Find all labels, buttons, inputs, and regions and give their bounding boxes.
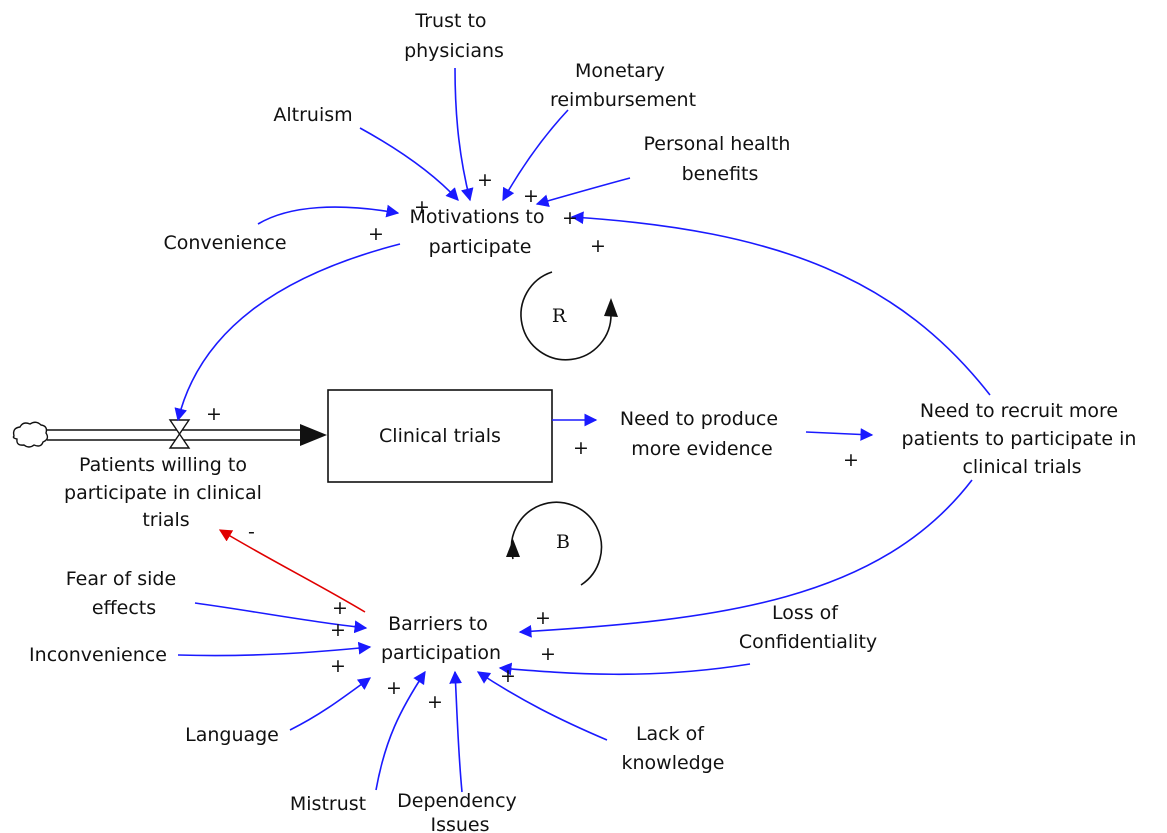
balancing-loop-marker [506, 501, 603, 586]
sign-lack-knowledge: + [500, 665, 516, 687]
sign-altruism: + [414, 196, 430, 218]
polarity-signs: + + + + + + + + + - + + + + + + + + [206, 169, 859, 713]
link-loss-confidentiality-to-barriers [498, 662, 751, 676]
link-barriers-to-patients-willing [218, 529, 366, 613]
link-need-recruit-to-motivations [570, 211, 991, 396]
link-trust-to-motivations [454, 67, 474, 202]
variable-trust-to-physicians[interactable]: Trust to physicians [404, 10, 504, 62]
sign-monetary: + [523, 185, 539, 207]
link-lack-knowledge-to-barriers [476, 671, 608, 741]
variable-altruism[interactable]: Altruism [273, 104, 352, 126]
variable-fear-of-side-effects[interactable]: Fear of side effects [66, 568, 182, 619]
sign-inconvenience: + [330, 619, 346, 641]
variable-loss-of-confidentiality[interactable]: Loss of Confidentiality [739, 602, 877, 653]
variable-patients-willing-to-participate[interactable]: Patients willing to participate in clini… [64, 454, 268, 531]
sign-barriers-patients: - [248, 521, 255, 543]
link-fear-to-barriers [194, 602, 368, 634]
sign-trials-evidence: + [573, 437, 589, 459]
valve-icon [168, 419, 191, 449]
sign-loss-confidentiality: + [540, 643, 556, 665]
link-personal-health-to-motivations [535, 177, 631, 207]
link-monetary-to-motivations [502, 109, 569, 202]
sign-motivations-patients: + [206, 403, 222, 425]
variable-need-to-produce-more-evidence[interactable]: Need to produce more evidence [620, 408, 784, 460]
flow-pipe [47, 424, 327, 446]
sign-need-recruit-motivations: + [590, 235, 606, 257]
link-need-recruit-to-barriers [518, 479, 973, 638]
reinforcing-loop-marker [520, 271, 618, 361]
clinical-trials-stock[interactable] [327, 389, 553, 483]
balancing-loop-label: B [556, 531, 570, 553]
link-dependency-to-barriers [449, 670, 463, 793]
link-altruism-to-motivations [359, 127, 459, 201]
variable-clinical-trials[interactable]: Clinical trials [379, 425, 501, 447]
variable-inconvenience[interactable]: Inconvenience [29, 644, 167, 666]
variable-language[interactable]: Language [185, 724, 279, 746]
cloud-source-icon [12, 421, 49, 448]
variable-mistrust[interactable]: Mistrust [290, 793, 366, 815]
variable-convenience[interactable]: Convenience [163, 232, 286, 254]
link-mistrust-to-barriers [375, 670, 426, 791]
sign-language: + [386, 677, 402, 699]
variable-motivations-to-participate[interactable]: Motivations to participate [409, 206, 550, 258]
variable-need-to-recruit-more-patients[interactable]: Need to recruit more patients to partici… [902, 400, 1143, 478]
sign-inconvenience-2: + [330, 655, 346, 677]
sign-evidence-recruit: + [843, 449, 859, 471]
variable-barriers-to-participation[interactable]: Barriers to participation [381, 613, 501, 664]
sign-recruit-barriers: + [535, 607, 551, 629]
variable-lack-of-knowledge[interactable]: Lack of knowledge [622, 723, 725, 774]
link-motivations-to-patients-willing [174, 243, 401, 422]
reinforcing-loop-label: R [552, 305, 567, 327]
link-language-to-barriers [289, 677, 372, 731]
link-inconvenience-to-barriers [177, 641, 372, 657]
link-need-evidence-to-need-recruit [805, 428, 874, 441]
variable-personal-health-benefits[interactable]: Personal health benefits [644, 133, 797, 185]
variable-dependency-issues[interactable]: Dependency Issues [397, 790, 523, 833]
sign-trust: + [477, 169, 493, 191]
variable-monetary-reimbursement[interactable]: Monetary reimbursement [550, 60, 696, 111]
sign-mistrust: + [427, 691, 443, 713]
link-convenience-to-motivations [257, 204, 400, 225]
sign-convenience: + [368, 223, 384, 245]
sign-fear: + [332, 597, 348, 619]
sign-personal-health: + [562, 207, 578, 229]
